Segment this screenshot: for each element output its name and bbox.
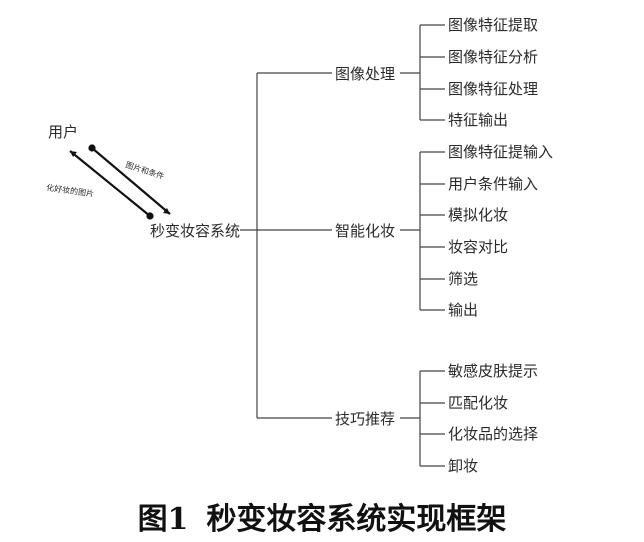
- arrow-label-to-user: 化好妆的图片: [46, 182, 95, 199]
- leaf-node: 筛选: [448, 270, 478, 288]
- figure-number: 图1: [137, 502, 189, 537]
- branch-smart-makeup: 智能化妆: [335, 222, 395, 240]
- leaf-node: 卸妆: [448, 457, 478, 475]
- root-node: 秒变妆容系统: [150, 222, 240, 240]
- framework-diagram: 用户 图片和条件 化好妆的图片 秒变妆容系统 图像处理 图像特征提取 图像特征分…: [46, 16, 553, 475]
- figure-title: 秒变妆容系统实现框架: [206, 502, 507, 537]
- leaf-node: 图像特征处理: [448, 80, 538, 98]
- leaf-node: 图像特征提输入: [448, 143, 553, 161]
- leaf-node: 敏感皮肤提示: [448, 362, 538, 380]
- leaf-node: 用户条件输入: [448, 175, 538, 193]
- arrow-to-user: [69, 150, 151, 217]
- arrow-end-dot: [146, 212, 154, 220]
- figure-caption: 图1 秒变妆容系统实现框架: [0, 495, 644, 537]
- arrow-head-to-system: [163, 208, 170, 214]
- branch-image-processing: 图像处理: [335, 65, 395, 83]
- arrow-label-to-system: 图片和条件: [124, 159, 165, 181]
- arrow-start-dot: [88, 144, 96, 152]
- arrow-to-system: [91, 147, 171, 215]
- arrow-head-to-user: [70, 151, 77, 157]
- leaf-node: 图像特征分析: [448, 48, 538, 66]
- leaf-node: 输出: [448, 301, 478, 319]
- leaf-node: 化妆品的选择: [448, 425, 538, 443]
- leaf-node: 图像特征提取: [448, 16, 538, 34]
- user-label: 用户: [48, 123, 78, 141]
- leaf-node: 匹配化妆: [448, 394, 508, 412]
- leaf-node: 妆容对比: [448, 238, 508, 256]
- leaf-node: 模拟化妆: [448, 206, 508, 224]
- leaf-node: 特征输出: [448, 111, 508, 129]
- branch-tips: 技巧推荐: [335, 410, 395, 428]
